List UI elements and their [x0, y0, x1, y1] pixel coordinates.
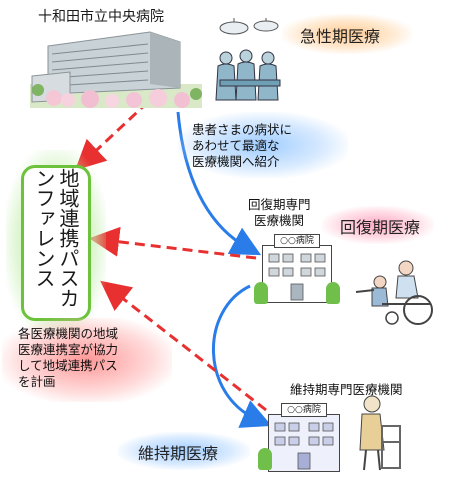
referral-note-glow [178, 112, 348, 178]
recovery-stage-label: 回復期医療 [340, 218, 421, 237]
recovery-facility-label-line1: 回復期専門 [248, 197, 311, 212]
referral-arrow-recovery-to-maintenance [211, 284, 272, 428]
recovery-facility-sign: ○○病院 [274, 234, 320, 248]
recovery-facility-building: ○○病院 [262, 234, 332, 303]
maintenance-stage-glow [118, 432, 250, 470]
tree-icon [258, 448, 272, 470]
acute-stage-glow [282, 14, 412, 54]
tree-icon [254, 282, 268, 304]
maintenance-facility-building: ○○病院 [268, 403, 340, 472]
hospital-building-illustration [30, 31, 202, 108]
coordination-note-line4: を計画 [18, 374, 56, 389]
maintenance-building-windows [274, 422, 334, 470]
referral-note-line3: 医療機関へ紹介 [192, 154, 280, 169]
referral-note-line1: 患者さまの病状に [192, 122, 293, 137]
referral-note-line2: あわせて最適な [192, 138, 280, 153]
recovery-stage-glow [322, 206, 434, 244]
surgery-team-illustration [215, 18, 281, 101]
coordination-note-line2: 医療連携室が協力 [18, 342, 119, 357]
maintenance-facility-sign: ○○病院 [281, 403, 327, 417]
elderly-walker-illustration [359, 395, 401, 471]
coordination-note-glow [2, 318, 172, 402]
dashed-arrow-maintenance-to-conference [100, 280, 267, 412]
tree-icon [326, 282, 340, 304]
maintenance-stage-label: 維持期医療 [138, 444, 219, 463]
maintenance-facility-label: 維持期専門医療機関 [290, 382, 403, 397]
recovery-building-windows [268, 253, 326, 301]
hospital-name: 十和田市立中央病院 [38, 9, 164, 25]
coordination-note-line1: 各医療機関の地域 [18, 326, 119, 341]
conference-label: 地域連携パスカンファレンス [32, 168, 80, 308]
dashed-arrow-recovery-to-conference [89, 226, 257, 260]
recovery-facility-label-line2: 医療機関 [254, 213, 305, 228]
coordination-note-line3: して地域連携パス [18, 358, 118, 373]
rehabilitation-illustration [355, 260, 433, 325]
conference-box: 地域連携パスカンファレンス [21, 165, 91, 321]
acute-stage-label: 急性期医療 [300, 27, 381, 46]
